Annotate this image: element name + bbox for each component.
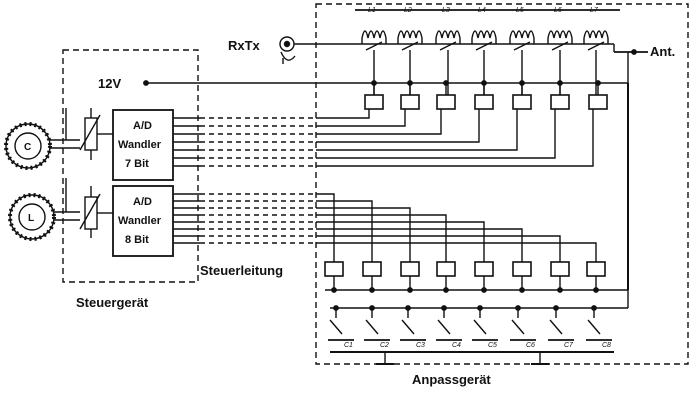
relay-bottom-6 [512, 261, 532, 277]
relay-bottom-1 [324, 261, 344, 277]
adc-top-line3: 7 Bit [125, 158, 149, 170]
capacitor-tag-5: C5 [488, 342, 497, 349]
control-bundle-8bit [173, 193, 597, 262]
dial-wires [50, 108, 80, 221]
bus-top-wire-3 [316, 109, 442, 135]
capacitor-tag-7: C7 [564, 342, 574, 349]
capacitor-switch-3 [401, 319, 415, 335]
inductor-switch-3 [439, 41, 457, 51]
adc-8bit: A/D Wandler 8 Bit [112, 185, 174, 257]
relay-bottom-7 [550, 261, 570, 277]
bus-bottom-wire-2 [316, 200, 373, 262]
capacitor-switch-4 [437, 319, 451, 335]
relay-top-4 [474, 94, 494, 110]
capacitor-switch-7 [549, 319, 563, 335]
capacitor-tag-1: C1 [344, 342, 353, 349]
capacitor-dial[interactable]: C [4, 122, 52, 170]
potentiometer-l [79, 186, 113, 238]
capacitor-tag-6: C6 [526, 342, 535, 349]
control-bundle-7bit [173, 109, 594, 167]
relay-top-5 [512, 94, 532, 110]
tuner-label: Anpassgerät [412, 372, 491, 387]
dial-l-label: L [28, 213, 34, 224]
capacitor-switch-5 [473, 319, 487, 335]
relay-bottom-2 [362, 261, 382, 277]
capacitor-tag-4: C4 [452, 342, 461, 349]
capacitor-switch-1 [329, 319, 343, 335]
inductor-switch-5 [513, 41, 531, 51]
control-line-label: Steuerleitung [200, 263, 283, 278]
bus-bottom-wire-1 [316, 193, 335, 262]
bus-top-wire-5 [316, 109, 518, 151]
bus-bottom-wire-7 [316, 235, 561, 262]
bus-top-wire-2 [316, 109, 406, 127]
capacitor-tag-2: C2 [380, 342, 389, 349]
adc-bottom-line2: Wandler [118, 215, 162, 227]
bus-top-wire-1 [316, 109, 370, 119]
capacitor-switch-2 [365, 319, 379, 335]
antenna-label: Ant. [650, 44, 675, 59]
capacitor-switch-6 [511, 319, 525, 335]
relay-bottom-8 [586, 261, 606, 277]
inductor-coil-7 [583, 30, 609, 39]
inductor-switch-1 [365, 41, 383, 51]
potentiometer-c [79, 108, 113, 160]
capacitor-tag-3: C3 [416, 342, 425, 349]
inductor-switch-6 [551, 41, 569, 51]
inductor-coil-6 [547, 30, 573, 39]
inductor-coil-5 [509, 30, 535, 39]
inductor-coil-3 [435, 30, 461, 39]
bus-top-wire-6 [316, 109, 556, 159]
relay-row-top [364, 80, 608, 110]
adc-top-line2: Wandler [118, 139, 162, 151]
relay-top-2 [400, 94, 420, 110]
inductor-coil-4 [471, 30, 497, 39]
relay-top-3 [436, 94, 456, 110]
relay-bottom-4 [436, 261, 456, 277]
rxtx-connector-icon[interactable] [279, 36, 360, 64]
adc-bottom-line1: A/D [133, 196, 152, 208]
adc-top-line1: A/D [133, 120, 152, 132]
bus-bottom-wire-3 [316, 207, 411, 262]
capacitor-tag-8: C8 [602, 342, 611, 349]
rxtx-label: RxTx [228, 38, 261, 53]
adc-bottom-line3: 8 Bit [125, 234, 149, 246]
relay-row-bottom [324, 261, 628, 293]
control-unit-label: Steuergerät [76, 295, 149, 310]
relay-top-1 [364, 94, 384, 110]
tuner-boundary [315, 3, 689, 365]
inductor-switch-4 [475, 41, 493, 51]
supply-label: 12V [98, 76, 121, 91]
relay-top-6 [550, 94, 570, 110]
adc-7bit: A/D Wandler 7 Bit [112, 109, 174, 181]
inductor-dial[interactable]: L [8, 193, 56, 241]
inductor-switch-7 [587, 41, 605, 51]
inductor-switch-2 [401, 41, 419, 51]
antenna-terminal[interactable] [614, 49, 648, 55]
dial-c-label: C [24, 142, 31, 153]
inductor-coil-1 [361, 30, 387, 39]
capacitor-switch-8 [587, 319, 601, 335]
bus-bottom-wire-4 [316, 214, 447, 262]
bus-bottom-wire-6 [316, 228, 523, 262]
bus-bottom-wire-5 [316, 221, 485, 262]
bus-top-wire-7 [316, 109, 594, 167]
capacitor-row: C1 C2 C3 C4 C5 C6 C7 C8 [328, 52, 629, 365]
inductor-coil-2 [397, 30, 423, 39]
bus-bottom-wire-8 [316, 242, 597, 262]
relay-bottom-3 [400, 261, 420, 277]
relay-bottom-5 [474, 261, 494, 277]
bus-top-wire-4 [316, 109, 480, 143]
relay-top-7 [588, 94, 608, 110]
